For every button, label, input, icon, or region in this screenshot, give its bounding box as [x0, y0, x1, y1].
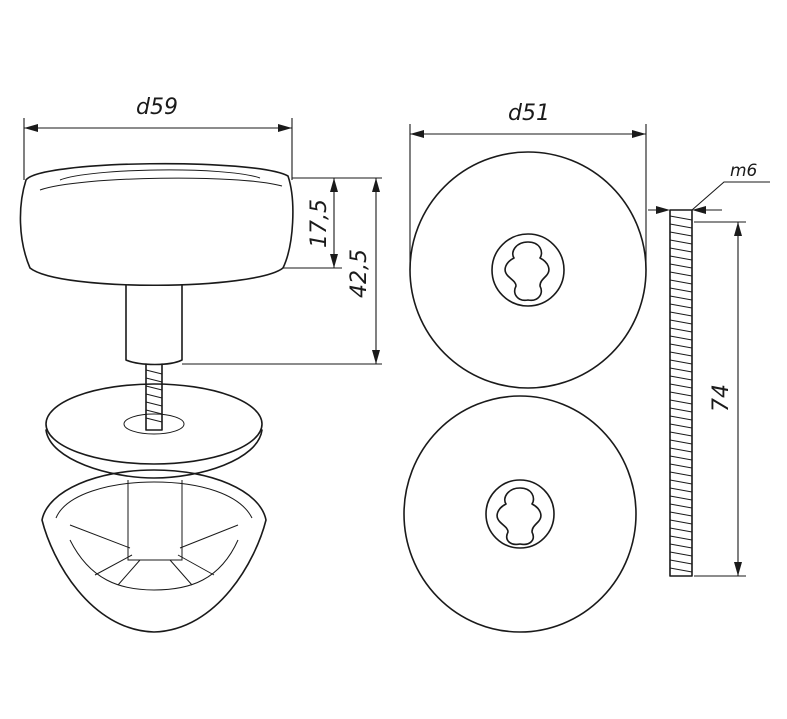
- knob-height-label: 17,5: [307, 199, 332, 248]
- dimension-rod-length: 74: [694, 221, 746, 577]
- keyhole-slot-top: [504, 241, 550, 302]
- rosette-top: [409, 151, 647, 389]
- rosette-disk: [45, 383, 263, 479]
- keyhole-slot-bottom: [496, 487, 542, 546]
- total-height-label: 42,5: [347, 249, 372, 298]
- threaded-rod: [669, 209, 693, 577]
- knob-neck: [125, 284, 183, 366]
- dimension-total-height: 42,5: [182, 177, 382, 365]
- dimension-thread: m6: [648, 161, 770, 214]
- thread-label: m6: [730, 161, 758, 181]
- knob-diameter-label: d59: [136, 95, 178, 120]
- rod-length-label: 74: [709, 384, 734, 412]
- dimension-rosette-diameter: d51: [409, 101, 647, 270]
- rosette-bottom: [403, 395, 637, 633]
- knob-cap: [19, 162, 294, 287]
- threaded-stud: [145, 363, 163, 431]
- cup-base: [41, 469, 267, 633]
- rosette-diameter-label: d51: [508, 101, 550, 126]
- knob-assembly: [19, 162, 294, 633]
- dimension-knob-diameter: d59: [23, 95, 293, 180]
